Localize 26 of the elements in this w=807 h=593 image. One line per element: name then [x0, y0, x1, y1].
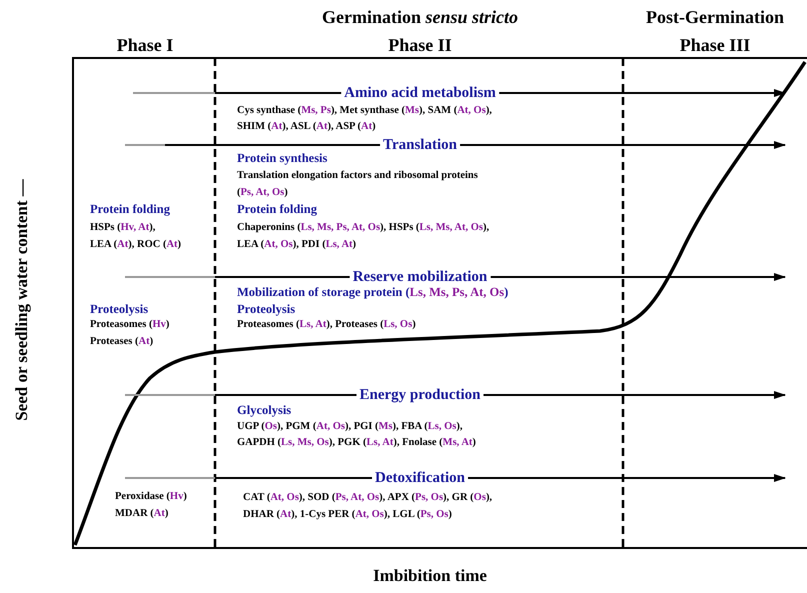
phase-heading: Phase II [388, 34, 452, 56]
category-heading: Protein folding [90, 202, 170, 217]
protein-list: HSPs (Hv, At), LEA (At), ROC (At) [90, 219, 182, 253]
phase-heading: Phase I [116, 34, 174, 56]
enzyme-list: CAT (At, Os), SOD (Ps, At, Os), APX (Ps, Os), GR (Os), DHAR (At), 1-Cys PER (At, Os), LGL (Ps, Os) [243, 489, 492, 523]
enzyme-list: Peroxidase (Hv) [115, 490, 187, 504]
phase-heading: Germination sensu stricto [322, 6, 518, 28]
axis-title: Seed or seedling water content — [12, 179, 32, 421]
protein-list: Translation elongation factors and ribosomal proteins (Ps, At, Os) [237, 167, 478, 201]
process-heading: Energy production [356, 386, 484, 404]
axis-title: Imbibition time [373, 566, 487, 586]
category-heading: Glycolysis [237, 403, 292, 418]
category-heading: Proteolysis [90, 302, 148, 317]
category-heading: Proteolysis [237, 302, 296, 317]
phase-heading: Post-Germination [646, 6, 784, 28]
category-heading: Protein folding [237, 202, 317, 217]
protein-list: Proteasomes (Ls, At), Proteases (Ls, Os) [237, 318, 416, 332]
enzyme-list: MDAR (At) [115, 507, 168, 521]
protein-list: Proteases (At) [90, 335, 154, 349]
category-heading: Protein synthesis [237, 151, 328, 166]
protein-list: Chaperonins (Ls, Ms, Ps, At, Os), HSPs (Ls, Ms, At, Os), LEA (At, Os), PDI (Ls, At) [237, 219, 490, 253]
protein-list: Proteasomes (Hv) [90, 318, 170, 332]
enzyme-list: Cys synthase (Ms, Ps), Met synthase (Ms), SAM (At, Os), SHIM (At), ASL (At), ASP (At) [237, 103, 492, 135]
phase-heading: Phase III [680, 34, 750, 56]
category-heading: Mobilization of storage protein (Ls, Ms, Ps, At, Os) [237, 285, 508, 300]
enzyme-list: UGP (Os), PGM (At, Os), PGI (Ms), FBA (Ls, Os), GAPDH (Ls, Ms, Os), PGK (Ls, At), Fnolase (Ms, At) [237, 419, 476, 451]
